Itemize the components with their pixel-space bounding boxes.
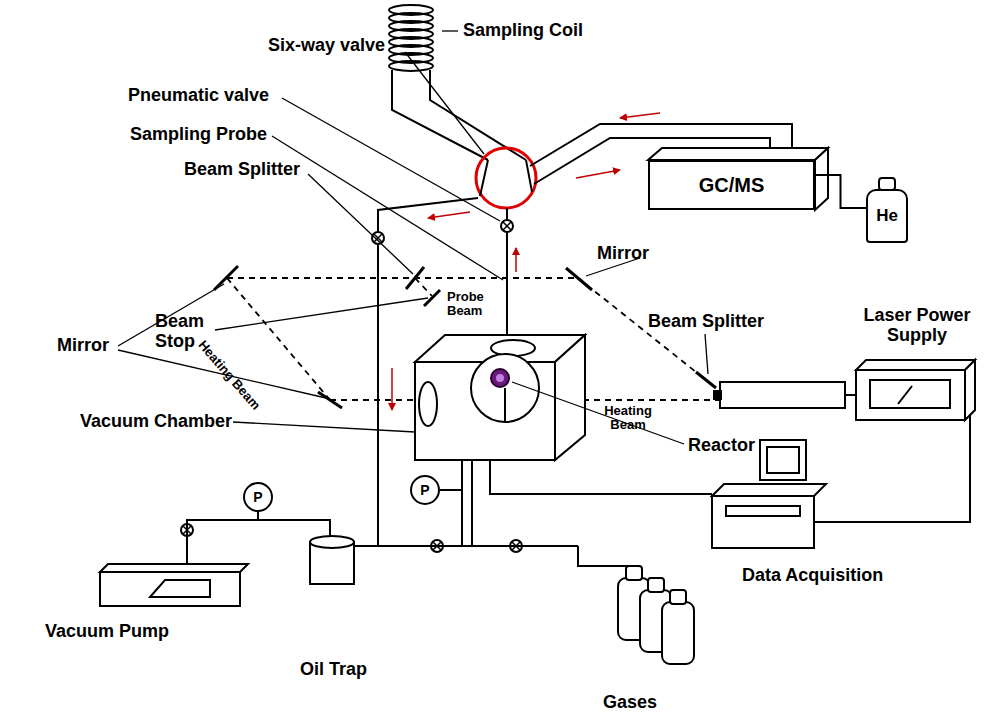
pipe: [471, 460, 473, 546]
reactor: [496, 374, 504, 382]
box-face: [815, 148, 828, 210]
reactor: [491, 369, 509, 387]
flow-arrow: [515, 248, 517, 272]
laser-aperture: [714, 391, 721, 399]
power-supply: [856, 370, 965, 420]
meter: [870, 380, 950, 408]
flow-arrow: [576, 170, 620, 178]
pipe: [392, 70, 488, 160]
part-label: Vacuum Pump: [45, 622, 169, 642]
part-label: Reactor: [688, 436, 755, 456]
cable: [490, 460, 712, 494]
pipe: [440, 489, 462, 491]
pressure-gauge: P: [410, 475, 440, 505]
six-way-valve: [476, 148, 536, 208]
pipe: [257, 512, 259, 520]
part-label: Vacuum Chamber: [80, 412, 232, 432]
vacuum-chamber: [415, 335, 585, 460]
cable: [845, 394, 856, 396]
gas-line: [815, 175, 866, 208]
drive-slot: [726, 506, 800, 516]
flow-arrow: [620, 113, 660, 118]
box-face: [648, 148, 828, 160]
part-label: Mirror: [597, 244, 649, 264]
cable: [814, 415, 970, 522]
part-label: Six-way valve: [268, 36, 385, 56]
part-label: Beam Splitter: [648, 312, 764, 332]
sampling-coil: [389, 5, 433, 71]
laser-head: [720, 382, 845, 408]
part-label: Gases: [603, 693, 657, 713]
part-label: Pneumatic valve: [128, 86, 269, 106]
vacuum-pump: [100, 564, 248, 606]
node-text: P: [253, 489, 262, 505]
part-label: Oil Trap: [300, 660, 367, 680]
computer: [712, 484, 826, 496]
meter-needle: [898, 386, 912, 404]
part-label: Laser Power Supply: [847, 306, 987, 346]
part-label: Heating Beam: [598, 404, 658, 433]
gas-cylinders: [618, 566, 694, 664]
node-text: GC/MS: [699, 174, 765, 197]
part-label: Mirror: [57, 336, 109, 356]
part-label: Sampling Coil: [463, 21, 583, 41]
gas-cylinder: He: [866, 189, 908, 243]
pipe: [480, 160, 488, 196]
part-label: Data Acquisition: [742, 566, 883, 586]
power-supply: [965, 360, 975, 420]
pressure-gauge: P: [243, 482, 273, 512]
part-label: Beam Splitter: [184, 160, 300, 180]
screen: [767, 447, 799, 473]
node-text: P: [420, 482, 429, 498]
coil-turn: [389, 61, 433, 71]
computer: [712, 496, 814, 548]
flow-arrow: [428, 212, 470, 218]
part-label: Heating Beam: [195, 338, 263, 413]
part-label: Probe Beam: [447, 290, 491, 319]
part-label: Sampling Probe: [130, 125, 267, 145]
monitor: [760, 440, 806, 480]
leader-lines: [118, 31, 708, 444]
oil-trap: [310, 536, 354, 584]
instrument-box: GC/MS: [648, 160, 815, 210]
pipe: [461, 460, 463, 546]
pipe: [578, 546, 630, 566]
power-supply: [856, 360, 975, 370]
node-text: He: [876, 206, 898, 226]
flow-arrow: [391, 368, 393, 410]
